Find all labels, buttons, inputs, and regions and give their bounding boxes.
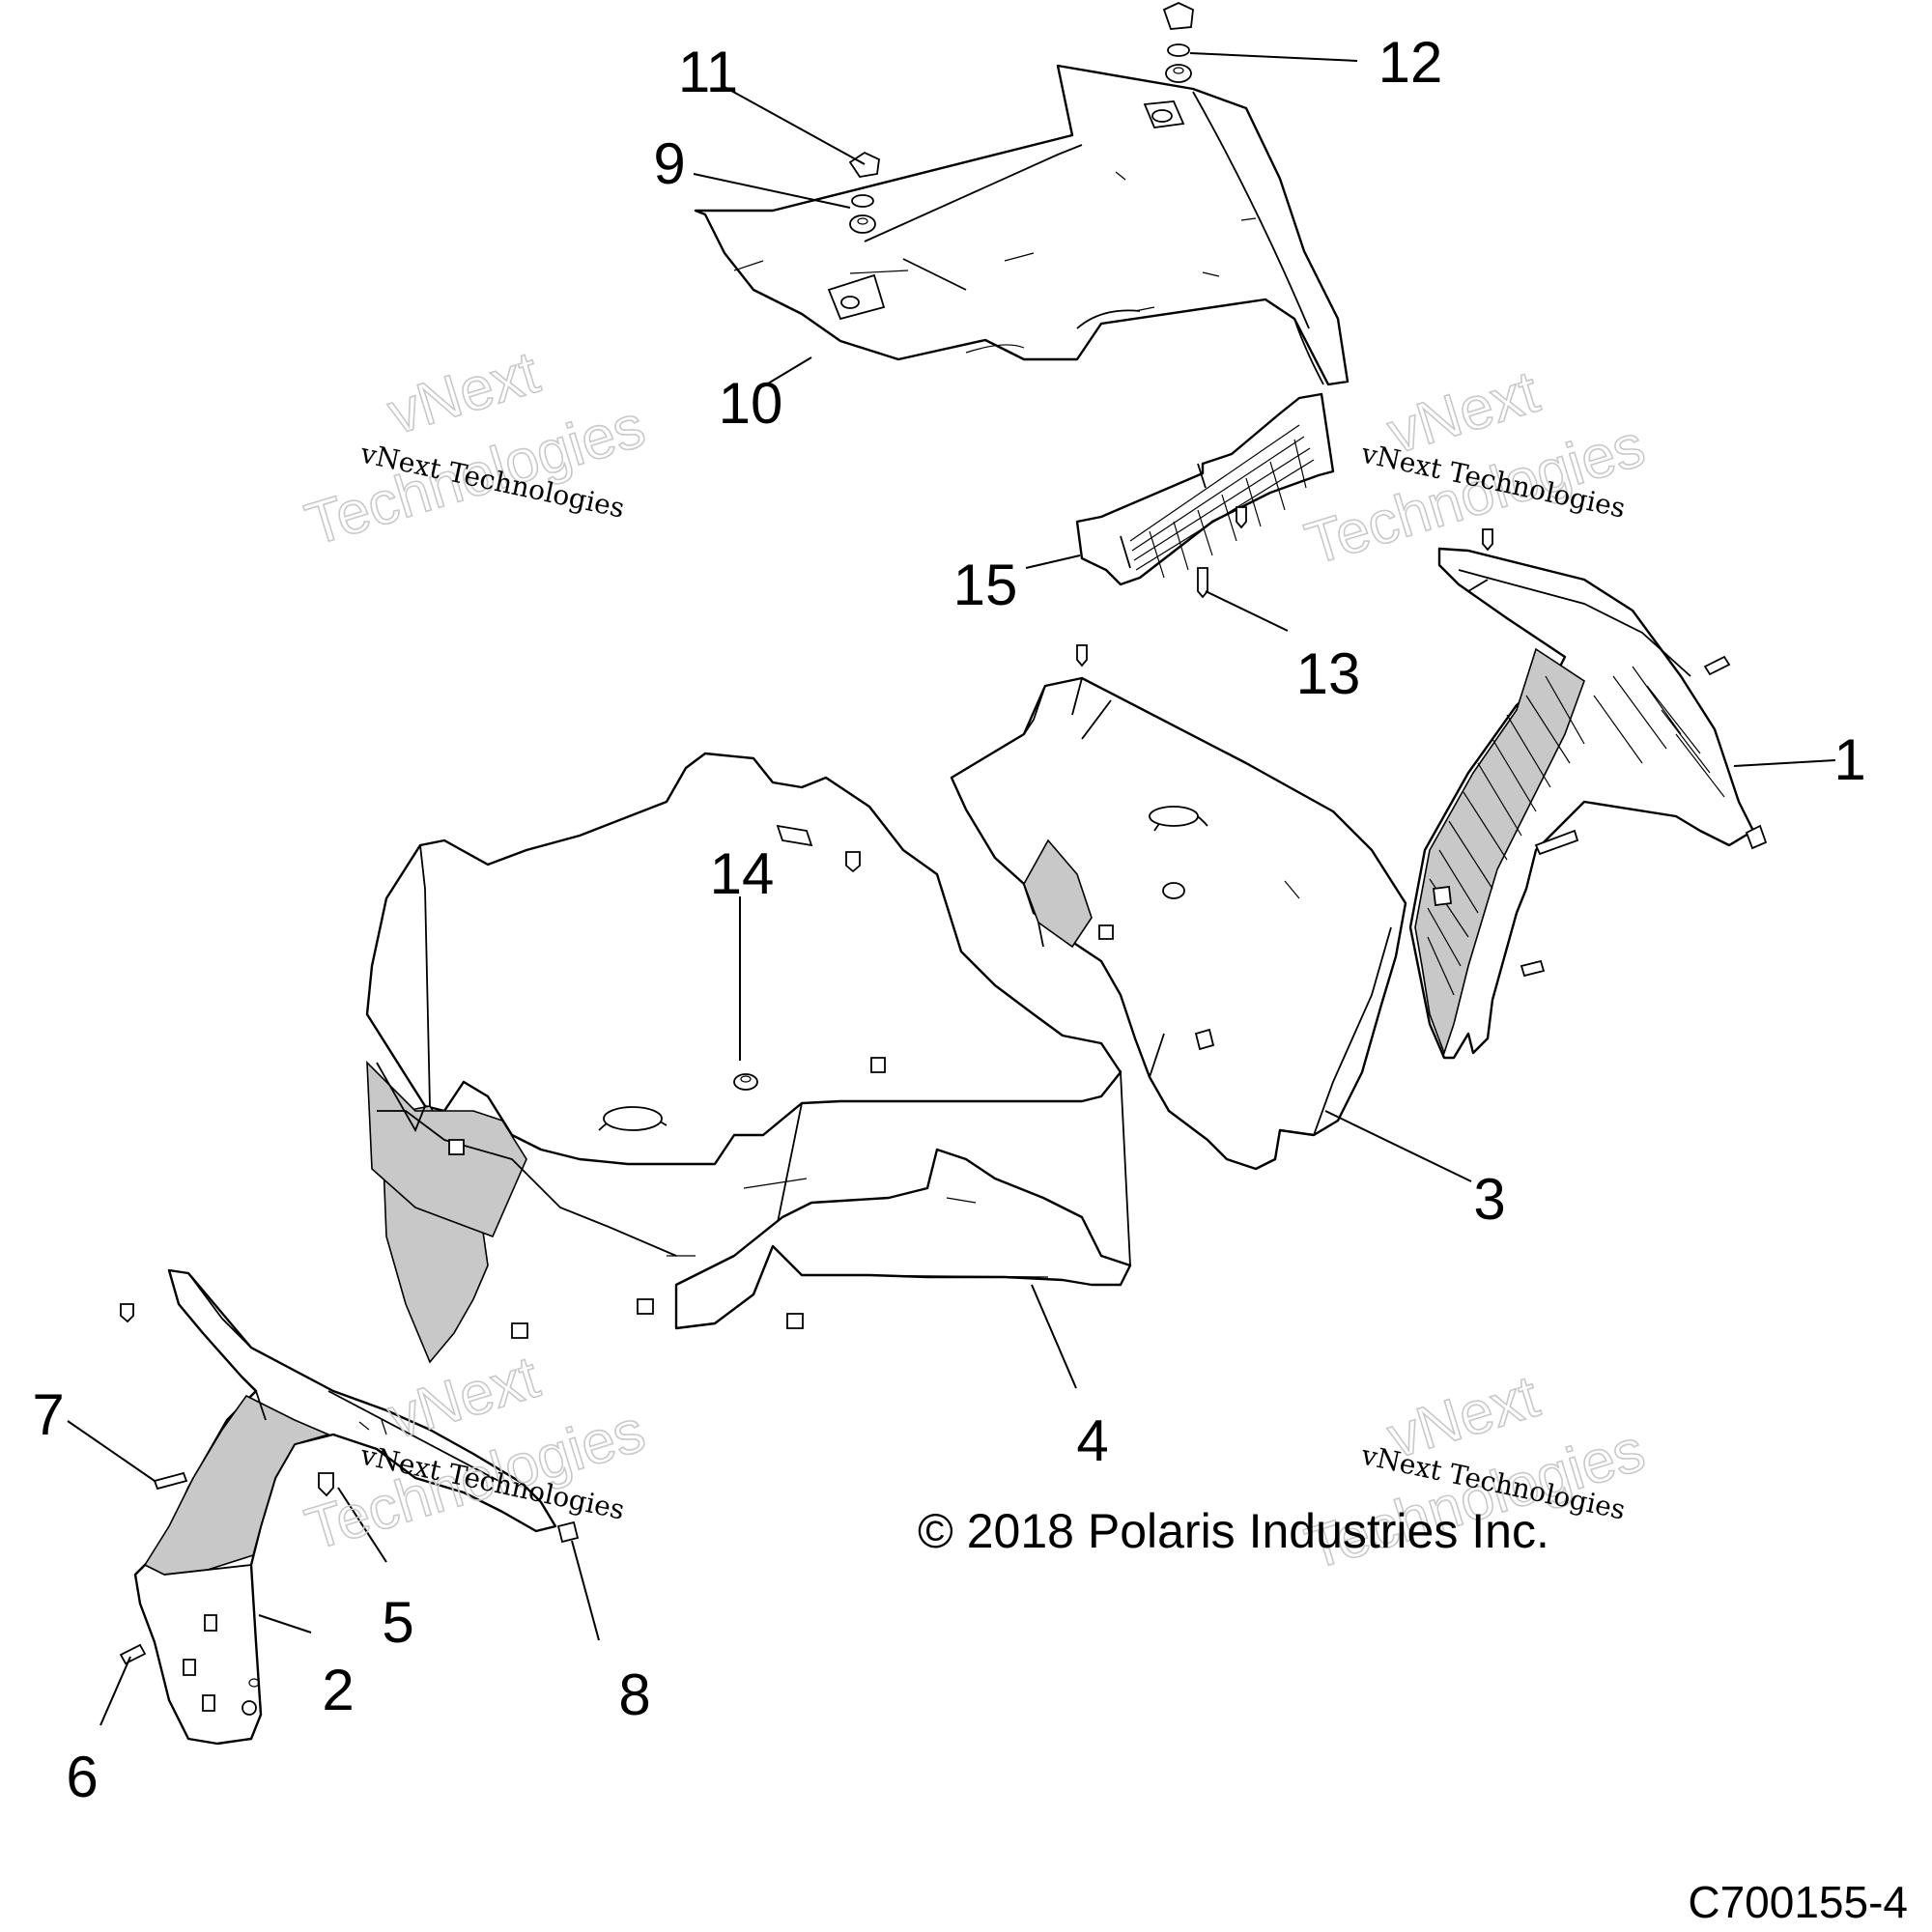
clip-icon [786,1313,804,1329]
callout-2: 2 [322,1658,354,1722]
clip-icon [1745,824,1768,850]
fastener-stack-right [1162,2,1194,83]
washer-icon [1167,43,1190,57]
opening-icon [603,1106,663,1131]
hood-mount-hole-icon [840,296,860,309]
callout-7: 7 [32,1382,64,1447]
push-nut-icon [848,151,880,178]
part-2-left-fender [133,1268,557,1746]
callout-13: 13 [1296,641,1361,706]
screw-icon [1482,528,1493,552]
clip-icon [1098,924,1114,940]
push-nut-icon [1162,2,1194,30]
callout-5: 5 [382,1590,413,1655]
washer-icon [851,194,874,208]
grommet-icon [1162,882,1185,899]
nut-icon [556,1520,580,1544]
callout-10: 10 [719,371,783,436]
callout-9: 9 [653,131,685,196]
clip-icon [448,1139,465,1155]
clip-icon [204,1614,217,1632]
screw-icon [1520,959,1546,978]
callout-8: 8 [618,1662,650,1727]
part-10-hood [694,64,1350,386]
screw-icon [153,1471,188,1491]
clip-icon [1194,1028,1215,1051]
part-1-right-fender [1408,547,1768,1060]
fastener-stack-left [848,151,880,234]
screw-icon [119,1643,147,1665]
figure-id: C700155-4 [1688,1877,1908,1927]
copyright-notice: © 2018 Polaris Industries Inc. [918,1504,1549,1558]
screw-icon [120,1303,134,1323]
callout-14: 14 [710,841,775,906]
leader-lines [67,52,1836,1726]
clip-icon [1433,885,1452,907]
clip-icon [183,1659,196,1676]
screw-icon [845,851,861,873]
fastener-head-icon [242,1700,257,1716]
opening-icon [1149,806,1199,827]
clip-icon [870,1057,886,1073]
callout-15: 15 [953,553,1018,617]
screw-icon [1197,567,1208,599]
screw-icon [1703,655,1731,676]
callout-4: 4 [1076,1408,1108,1473]
part-4-left-panel [365,752,1132,1364]
callout-labels: 1 2 3 4 5 6 7 8 9 10 11 12 13 14 15 [32,30,1865,1809]
watermark-top-left: vNext Technologies vNext Technologies [298,338,653,559]
screw-icon [1534,829,1579,856]
watermark-top-right: vNext Technologies vNext Technologies [1297,357,1653,579]
part-15-grille [1075,392,1335,586]
callout-1: 1 [1833,727,1865,792]
callout-6: 6 [66,1745,98,1809]
clip-icon [202,1694,215,1712]
screw-icon [1236,506,1247,529]
fasteners-lower-left [119,851,861,1665]
part-3-center-panel [950,676,1407,1171]
screw-set-13 [1076,506,1493,668]
callout-3: 3 [1473,1167,1505,1232]
clip-icon [637,1298,654,1315]
callout-12: 12 [1378,30,1443,95]
screw-icon [1076,644,1088,668]
screw-icon [318,1472,334,1497]
hood-mount-hole-icon [1151,109,1173,123]
watermark-bottom-left: vNext Technologies vNext Technologies [298,1343,653,1564]
callout-11: 11 [678,40,738,104]
clip-icon [511,1322,528,1339]
